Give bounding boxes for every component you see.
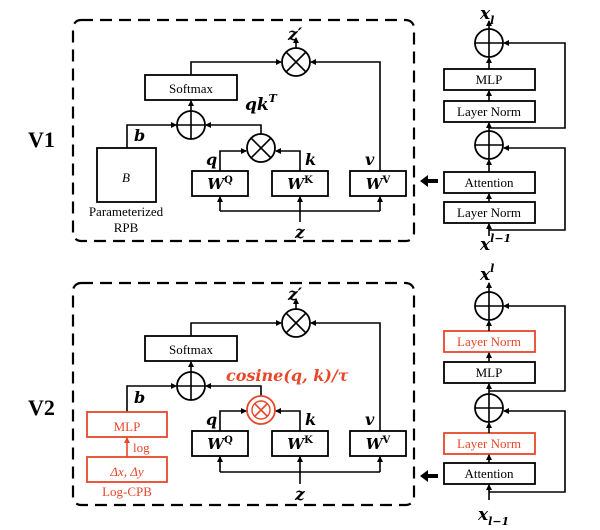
v2-cosine-label: cosine(q, k)/τ — [226, 366, 349, 385]
v1-softmax-box — [144, 74, 238, 101]
v2-add-op — [176, 371, 206, 401]
v1-wq-label: WQ — [207, 175, 233, 193]
v2-v-label: v — [365, 410, 375, 429]
v2-wk-box — [271, 430, 329, 457]
v2-block-attention-label: Attention — [464, 466, 514, 481]
v2-cpb-mlp-label: MLP — [114, 419, 141, 434]
v1-qkt-label: qkT — [245, 92, 278, 115]
v1-block-add-mid — [474, 130, 504, 160]
v1-softmax-label: Softmax — [169, 81, 214, 96]
v2-log-label: log — [133, 440, 150, 455]
v2-block-mlp-label: MLP — [476, 365, 503, 380]
v1-rpb-label-line2: RPB — [114, 220, 139, 235]
v2-block-add-top — [474, 291, 504, 321]
v2-q-label: q — [206, 410, 217, 429]
v1-rpb-label-line1: Parameterized — [89, 204, 164, 219]
v1-block-add-top — [474, 28, 504, 58]
v1-q-label: q — [206, 150, 217, 169]
v2-label: V2 — [28, 395, 55, 420]
v2-relative-coords-box — [86, 456, 168, 483]
v1-multiply-op — [281, 47, 311, 77]
v2-log-cpb-label: Log-CPB — [102, 484, 152, 499]
v1-bias-matrix-label: B — [122, 170, 130, 185]
v2-wv-label: WV — [366, 435, 391, 453]
v1-block-layernorm-top-label: Layer Norm — [457, 104, 521, 119]
v1-qk-multiply-op — [246, 133, 276, 163]
v2-multiply-op — [281, 308, 311, 338]
v2-block-input-label: xl−1 — [477, 505, 509, 528]
v1-label: V1 — [28, 127, 55, 152]
v1-block-input-label: xl−1 — [479, 232, 511, 255]
v1-bias-matrix-box — [96, 147, 157, 203]
v1-wv-box — [349, 170, 407, 197]
v2-z-label: z — [294, 485, 305, 505]
v2-cpb-mlp-box — [86, 411, 168, 438]
v1-block-mlp-label: MLP — [476, 72, 503, 87]
v2-block-output-label: xl — [479, 262, 494, 285]
v1-wk-box — [271, 170, 329, 197]
v2-cosine-op — [246, 395, 276, 425]
v2-wq-label: WQ — [207, 435, 233, 453]
v2-block-layernorm-top-label: Layer Norm — [457, 334, 521, 349]
v1-block-attention-label: Attention — [464, 175, 514, 190]
v1-block-layernorm-bottom-label: Layer Norm — [457, 205, 521, 220]
v2-k-label: k — [305, 410, 316, 429]
v1-wk-label: WK — [287, 175, 313, 193]
v1-b-label: b — [134, 126, 145, 145]
v1-block-output-label: xl — [479, 4, 494, 27]
v2-z-prime-label: z′ — [287, 285, 303, 305]
v2-wk-label: WK — [287, 435, 313, 453]
v1-add-op — [176, 110, 206, 140]
v2-attention-frame — [71, 281, 416, 507]
v2-block-layernorm-mid-label: Layer Norm — [457, 436, 521, 451]
v1-expand-arrow — [420, 175, 438, 187]
v2-b-label: b — [134, 388, 145, 407]
v2-expand-arrow — [420, 470, 438, 482]
v1-attention-frame — [71, 18, 416, 243]
v1-z-prime-label: z′ — [287, 25, 303, 45]
v1-k-label: k — [305, 150, 316, 169]
v2-wq-box — [191, 430, 249, 457]
v1-wv-label: WV — [366, 175, 391, 193]
v2-block-add-mid — [474, 393, 504, 423]
v2-softmax-label: Softmax — [169, 342, 214, 357]
v2-relative-coords-label: Δx, Δy — [109, 464, 144, 479]
v1-v-label: v — [365, 150, 375, 169]
v1-z-label: z — [294, 223, 305, 243]
